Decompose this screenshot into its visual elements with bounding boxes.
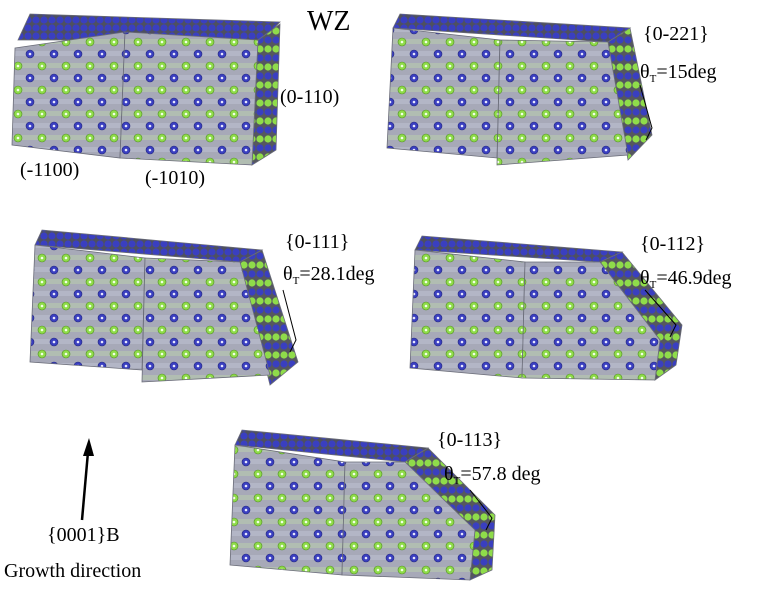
left-face bbox=[386, 27, 501, 159]
front-face bbox=[341, 461, 476, 581]
front-face bbox=[496, 39, 629, 166]
facet-label-0-113: {0-113} bbox=[437, 429, 502, 451]
angle-bracket bbox=[639, 84, 653, 141]
left-face bbox=[29, 244, 146, 371]
facet-label-m1100: (-1100) bbox=[20, 159, 79, 181]
block-0-112 bbox=[409, 235, 683, 381]
angle-bracket bbox=[282, 289, 297, 353]
block-0-221 bbox=[386, 13, 653, 166]
left-face bbox=[409, 249, 526, 379]
front-face bbox=[119, 31, 259, 166]
facet-label-0-111: {0-111} bbox=[285, 231, 349, 253]
theta-label-0-111: θT=28.1deg bbox=[283, 263, 374, 287]
facet-label-0-112: {0-112} bbox=[640, 233, 705, 255]
angle-bracket bbox=[644, 289, 677, 338]
facet-label-0-110: (0-110) bbox=[280, 86, 339, 108]
block-0-113 bbox=[229, 429, 496, 581]
facet-label-m1010: (-1010) bbox=[145, 167, 205, 189]
growth-arrow bbox=[80, 438, 94, 521]
facet-label-0-221: {0-221} bbox=[643, 23, 709, 45]
theta-label-0-112: θT=46.9deg bbox=[640, 267, 731, 291]
structure-title: WZ bbox=[307, 6, 351, 37]
growth-direction-caption: Growth direction bbox=[4, 560, 141, 582]
arrow-shaft bbox=[80, 451, 90, 521]
block-wz-prism bbox=[11, 13, 281, 166]
left-face bbox=[229, 444, 346, 576]
angle-bracket bbox=[469, 489, 493, 531]
growth-direction-index: {0001}B bbox=[47, 524, 120, 546]
front-face bbox=[141, 257, 271, 383]
block-0-111 bbox=[29, 229, 299, 386]
theta-label-0-113: θT=57.8 deg bbox=[444, 463, 540, 487]
arrow-up-icon bbox=[83, 438, 94, 456]
left-face bbox=[11, 31, 126, 159]
theta-label-0-221: θT=15deg bbox=[640, 61, 716, 85]
front-face bbox=[521, 261, 661, 381]
